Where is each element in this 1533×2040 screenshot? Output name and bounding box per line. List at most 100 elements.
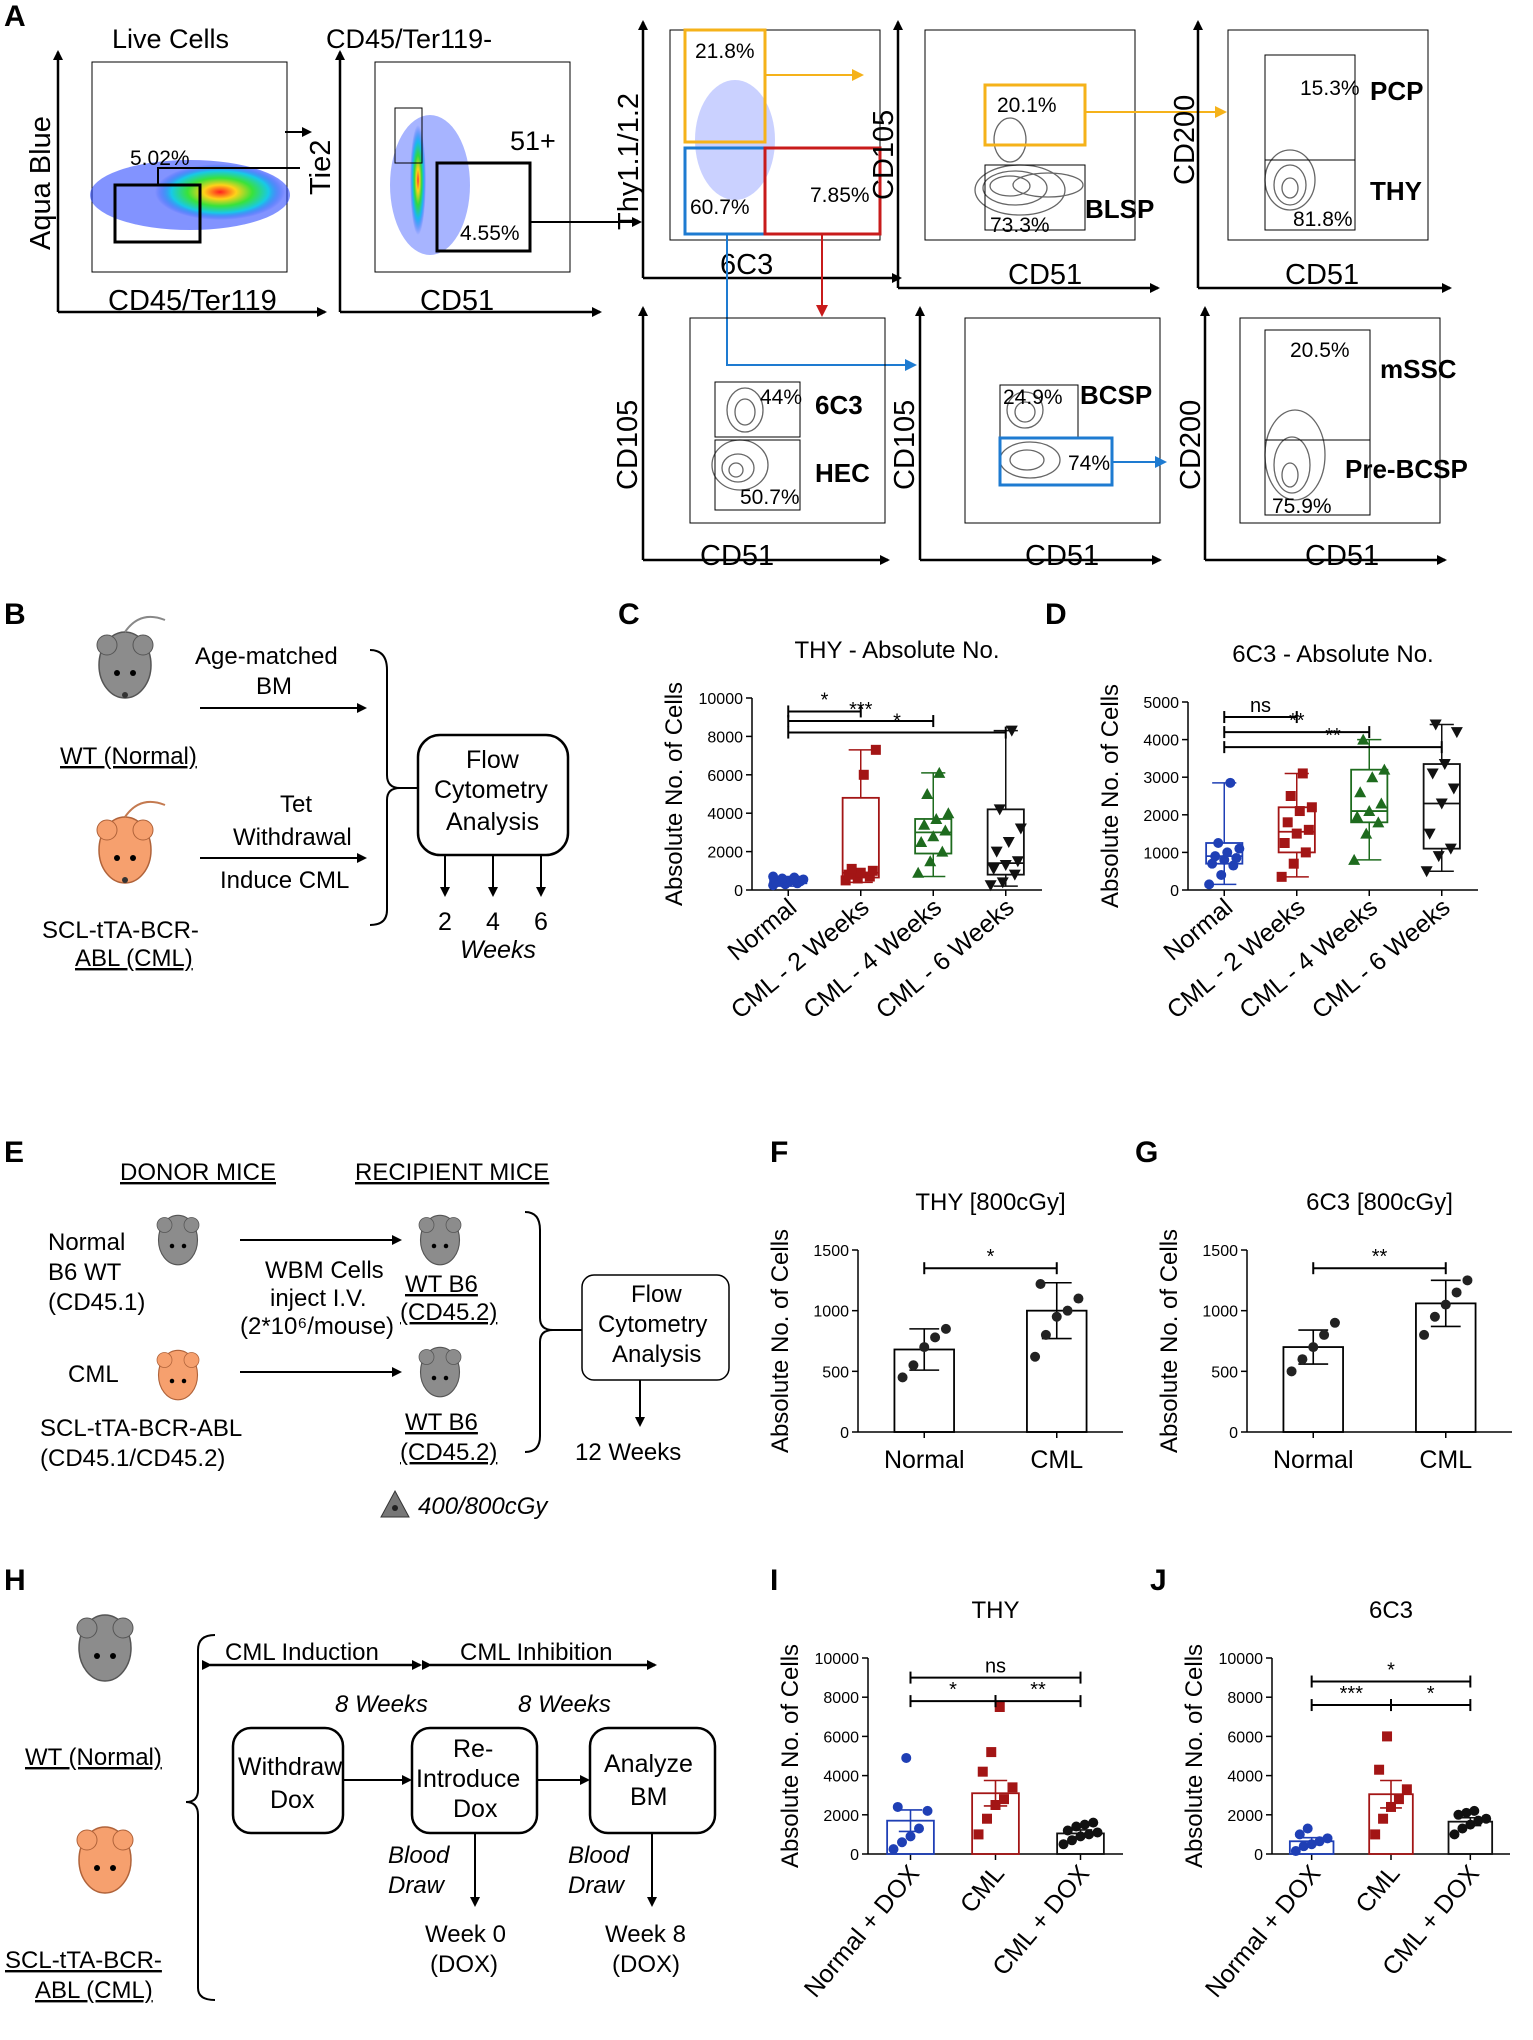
x-axis-label: CD51 [420, 285, 494, 317]
plot-frame [1227, 29, 1429, 241]
sig-label: ** [1289, 710, 1305, 732]
x-axis-label: 6C3 [720, 249, 773, 281]
sig-label: *** [849, 699, 873, 721]
inhibition-label: CML Inhibition [460, 1639, 613, 1666]
y-axis-label: Absolute No. of Cells [1097, 684, 1124, 908]
wt-label: WT (Normal) [25, 1744, 162, 1771]
blood-draw-1-line-1: Blood [388, 1842, 450, 1869]
flow-plot-thy-6c3: 21.8% 60.7% 7.85% 6C3 Thy1.1/1.2 [613, 20, 917, 371]
sig-label: * [949, 1679, 957, 1701]
y-axis-label: Absolute No. of Cells [1156, 1229, 1183, 1453]
data-point [1225, 777, 1236, 788]
schema-h: WT (Normal) SCL-tTA-BCR- ABL (CML) CML I… [5, 1614, 717, 2004]
box-line-1: Flow [631, 1281, 682, 1308]
data-point [1084, 1829, 1094, 1840]
cml-label: CML [68, 1361, 119, 1388]
data-point [919, 1342, 930, 1353]
data-point [987, 863, 1000, 875]
recipient-1-line-2: (CD45.2) [400, 1299, 497, 1326]
data-point [1465, 1819, 1476, 1830]
y-tick-label: 4000 [823, 1769, 859, 1786]
data-point [1051, 1311, 1062, 1322]
data-point [1219, 854, 1230, 865]
arrow1-label-1: Age-matched [195, 643, 338, 670]
data-point [1294, 806, 1305, 817]
x-tick-label: CML [1030, 1446, 1083, 1474]
contours [711, 387, 769, 491]
flow-plot-blsp: 20.1% 73.3% BLSP CD51 CD105 [868, 20, 1227, 293]
data-point [1429, 719, 1442, 731]
data-point [918, 818, 931, 830]
blood-draw-2-line-2: Draw [568, 1872, 626, 1899]
data-point [936, 845, 949, 857]
y-tick-label: 1000 [1202, 1304, 1238, 1321]
y-axis-label: Tie2 [305, 140, 337, 195]
timepoint-2: 2 [438, 908, 452, 936]
data-point [1213, 838, 1224, 848]
data-point [789, 872, 800, 883]
gate-bottom-percent: 74% [1068, 452, 1110, 475]
plot-frame [924, 29, 1136, 241]
gate-label: 51+ [510, 126, 556, 156]
gate-pre-bcsp [1264, 439, 1371, 516]
data-point [993, 804, 1006, 816]
data-point [1378, 763, 1391, 775]
data-point [1370, 1829, 1381, 1840]
mouse-icon-gray [96, 616, 166, 699]
contours [1264, 149, 1316, 211]
y-tick-label: 1000 [813, 1304, 849, 1321]
sig-label: * [987, 1246, 995, 1268]
x-tick-label: CML [1419, 1446, 1472, 1474]
weeks-label-2: 8 Weeks [518, 1691, 611, 1718]
data-point [1002, 837, 1015, 848]
gate-percent: 4.55% [460, 222, 520, 245]
data-point [1075, 1831, 1086, 1842]
sig-label: * [893, 711, 901, 733]
data-point [1481, 1813, 1492, 1824]
box-line-1: Flow [466, 746, 520, 774]
data-point [897, 1837, 907, 1848]
sig-label: ns [985, 1656, 1006, 1678]
data-point [1234, 843, 1245, 854]
data-point [990, 846, 1003, 858]
y-axis-label: CD105 [612, 400, 644, 490]
arrow1-label-2: BM [256, 673, 292, 700]
panel-label-c: C [618, 598, 640, 631]
data-point [1210, 851, 1221, 862]
data-point [1073, 1293, 1084, 1304]
gate-box [435, 161, 532, 253]
gate-thy [1264, 159, 1356, 231]
data-point [933, 766, 946, 778]
panel-label-g: G [1135, 1136, 1158, 1169]
data-point [924, 855, 937, 867]
data-point [999, 1794, 1009, 1805]
data-point [973, 1829, 984, 1840]
data-point [1473, 1815, 1484, 1826]
population-name-mssc: mSSC [1380, 354, 1457, 384]
data-point [999, 860, 1012, 872]
data-point [798, 874, 809, 885]
box-line-3: Analysis [612, 1341, 701, 1368]
flow-analysis-box [581, 1274, 730, 1381]
radiation-dose: 400/800cGy [418, 1493, 549, 1520]
panel-label-e: E [4, 1136, 24, 1169]
panel-label-d: D [1045, 598, 1067, 631]
data-point [996, 877, 1009, 889]
data-point [1432, 851, 1445, 863]
cml-label-1: SCL-tTA-BCR- [42, 917, 199, 944]
gate-link [157, 167, 300, 185]
data-point [930, 1332, 941, 1343]
y-tick-label: 6000 [707, 768, 743, 785]
y-tick-label: 1500 [1202, 1243, 1238, 1260]
density-core [410, 125, 426, 235]
data-point [864, 871, 875, 882]
x-axis-label: CD51 [700, 540, 774, 572]
data-point [994, 1702, 1005, 1712]
data-point [1372, 816, 1385, 828]
data-point [1291, 828, 1302, 839]
cml-label-2: ABL (CML) [75, 945, 193, 972]
time-unit: Weeks [460, 936, 536, 964]
data-point [1366, 771, 1379, 783]
y-tick-label: 0 [1254, 1847, 1263, 1864]
